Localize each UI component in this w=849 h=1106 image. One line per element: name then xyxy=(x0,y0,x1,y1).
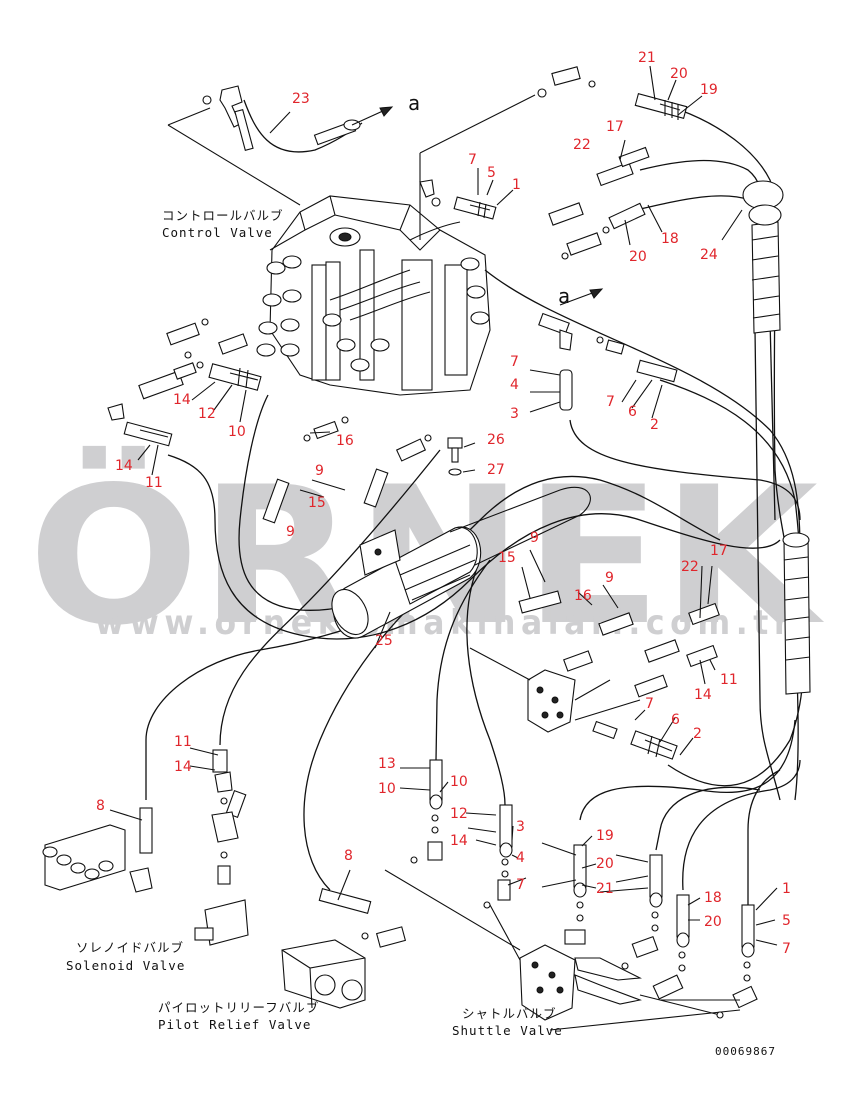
callout: 1 xyxy=(512,177,521,193)
solenoid-valve-label-jp: ソレノイドバルブ xyxy=(76,940,184,955)
callout: 7 xyxy=(645,696,654,712)
solenoid-valve-label-en: Solenoid Valve xyxy=(66,958,185,973)
hose-routing xyxy=(145,99,804,905)
callout: 2 xyxy=(693,726,702,742)
control-valve xyxy=(256,195,491,396)
callout: 10 xyxy=(228,424,246,440)
callout: 23 xyxy=(292,91,310,107)
pilot-relief-valve xyxy=(281,888,407,1009)
callout: 11 xyxy=(720,672,738,688)
callout: 4 xyxy=(516,850,525,866)
callout: 20 xyxy=(596,856,614,872)
callout: 1 xyxy=(782,881,791,897)
callout: 14 xyxy=(173,392,191,408)
callout: 2 xyxy=(650,417,659,433)
callout: 7 xyxy=(606,394,615,410)
callout: 17 xyxy=(710,543,728,559)
callout: 13 xyxy=(378,756,396,772)
fittings xyxy=(107,66,688,524)
callout: 18 xyxy=(704,890,722,906)
callout: 9 xyxy=(315,463,324,479)
callout: 14 xyxy=(115,458,133,474)
callout: 20 xyxy=(670,66,688,82)
callout: 9 xyxy=(605,570,614,586)
ref-a-mid: a xyxy=(558,284,571,308)
callout-numbers: 23 21 20 19 17 22 18 20 24 7 5 1 7 4 3 7… xyxy=(96,50,791,957)
callout: 19 xyxy=(700,82,718,98)
pilot-relief-label-en: Pilot Relief Valve xyxy=(158,1017,311,1032)
callout: 20 xyxy=(704,914,722,930)
control-valve-label-jp: コントロールバルブ xyxy=(162,208,284,223)
callout: 5 xyxy=(782,913,791,929)
callout: 27 xyxy=(487,462,505,478)
callout: 8 xyxy=(96,798,105,814)
callout: 3 xyxy=(510,406,519,422)
callout: 7 xyxy=(468,152,477,168)
ref-a-top: a xyxy=(408,91,421,115)
pilot-relief-label-jp: パイロットリリーフバルブ xyxy=(158,1000,319,1015)
solenoid-valve xyxy=(42,749,249,946)
callout: 7 xyxy=(782,941,791,957)
callout: 25 xyxy=(375,633,393,649)
callout: 21 xyxy=(596,881,614,897)
callout: 21 xyxy=(638,50,656,66)
callout: 20 xyxy=(629,249,647,265)
callout: 26 xyxy=(487,432,505,448)
callout: 14 xyxy=(450,833,468,849)
callout: 11 xyxy=(145,475,163,491)
shuttle-valve-label-jp: シャトルバルブ xyxy=(462,1006,557,1021)
callout: 22 xyxy=(573,137,591,153)
callout: 11 xyxy=(174,734,192,750)
callout: 14 xyxy=(174,759,192,775)
watermark-url: www.ornekismakinalari.com.tr xyxy=(95,603,795,643)
callout: 22 xyxy=(681,559,699,575)
shuttle-valve-label-en: Shuttle Valve xyxy=(452,1023,563,1038)
callout: 16 xyxy=(336,433,354,449)
shuttle-valve-upper xyxy=(469,590,720,760)
callout: 6 xyxy=(628,404,637,420)
callout: 15 xyxy=(498,550,516,566)
reference-arrows: a a xyxy=(351,91,604,308)
callout: 24 xyxy=(700,247,718,263)
callout: 7 xyxy=(516,877,525,893)
callout: 18 xyxy=(661,231,679,247)
callout: 5 xyxy=(487,165,496,181)
accumulator xyxy=(331,486,591,639)
callout: 8 xyxy=(344,848,353,864)
o-rings xyxy=(220,797,751,1019)
leader-lines xyxy=(109,65,778,946)
callout: 14 xyxy=(694,687,712,703)
callout: 9 xyxy=(530,530,539,546)
watermark: ÖRNEK www.ornekismakinalari.com.tr xyxy=(28,445,824,667)
callout: 7 xyxy=(510,354,519,370)
control-valve-label-en: Control Valve xyxy=(162,225,273,240)
callout: 9 xyxy=(286,524,295,540)
callout: 12 xyxy=(198,406,216,422)
callout: 10 xyxy=(450,774,468,790)
callout: 16 xyxy=(574,588,592,604)
drawing-number: 00069867 xyxy=(715,1045,776,1058)
callout: 19 xyxy=(596,828,614,844)
callout: 6 xyxy=(671,712,680,728)
callout: 4 xyxy=(510,377,519,393)
callout: 10 xyxy=(378,781,396,797)
hose-sleeves xyxy=(742,180,811,695)
callout: 17 xyxy=(606,119,624,135)
shuttle-valve-lower xyxy=(384,759,758,1031)
callout: 15 xyxy=(308,495,326,511)
component-labels: コントロールバルブ Control Valve ソレノイドバルブ Solenoi… xyxy=(66,208,776,1058)
callout: 3 xyxy=(516,819,525,835)
callout: 12 xyxy=(450,806,468,822)
